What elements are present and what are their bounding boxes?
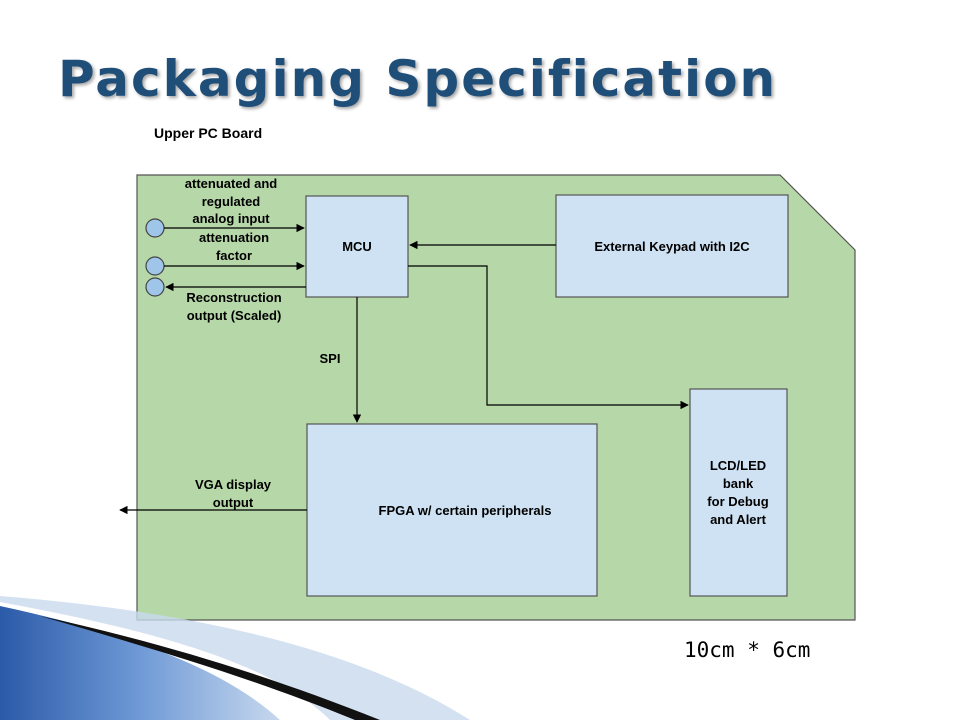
mcu-block: [305, 195, 409, 298]
lcd-label-line-3: for Debug: [707, 494, 768, 509]
keypad-label: External Keypad with I2C: [594, 239, 750, 254]
fpga-block: [306, 423, 598, 597]
attenuation-label-2: factor: [216, 248, 252, 263]
reconstruction-label-2: output (Scaled): [187, 308, 282, 323]
analog-input-label-3: analog input: [192, 211, 270, 226]
vga-label-1: VGA display: [195, 477, 272, 492]
reconstruction-label-1: Reconstruction: [186, 290, 281, 305]
lcd-led-block: [689, 388, 788, 597]
board-caption: Upper PC Board: [154, 125, 263, 141]
keypad-block: [555, 194, 789, 298]
fpga-label: FPGA w/ certain peripherals: [379, 503, 552, 518]
board-dimensions: 10cm * 6cm: [684, 638, 811, 662]
attenuation-label-1: attenuation: [199, 230, 269, 245]
reconstruction-jack: [145, 277, 165, 297]
lcd-label-line-1: LCD/LED: [710, 458, 766, 473]
lcd-label-line-2: bank: [723, 476, 754, 491]
analog-input-label-1: attenuated and: [185, 176, 278, 191]
page-title: Packaging Specification: [58, 50, 778, 108]
spi-label: SPI: [320, 351, 341, 366]
analog-input-jack: [145, 218, 165, 238]
mcu-label: MCU: [342, 239, 372, 254]
lcd-label-line-4: and Alert: [710, 512, 767, 527]
mcu-to-lcd-arrow: [408, 265, 689, 410]
attenuation-jack: [145, 256, 165, 276]
vga-label-2: output: [213, 495, 254, 510]
analog-input-label-2: regulated: [202, 194, 261, 209]
